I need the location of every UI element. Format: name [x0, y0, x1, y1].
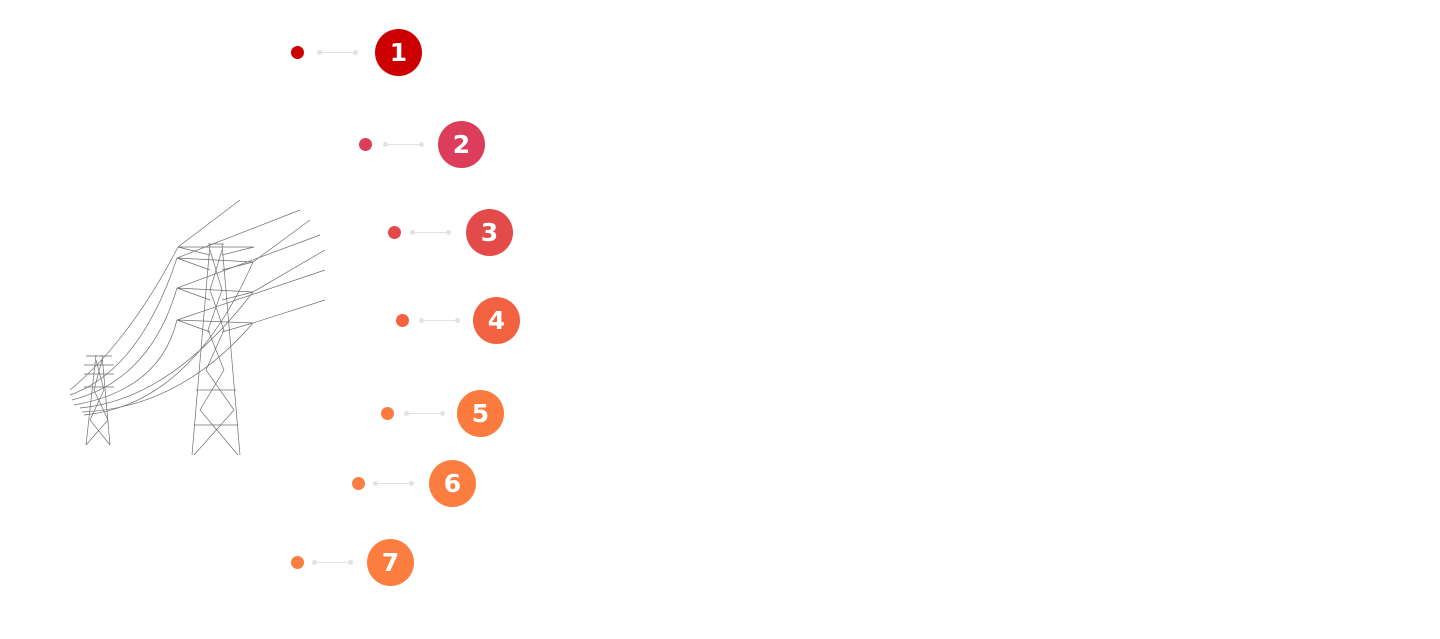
step-dot [396, 314, 409, 327]
step-number-badge: 3 [466, 209, 513, 256]
step-number-badge: 1 [375, 29, 422, 76]
step-number-badge: 2 [438, 121, 485, 168]
step-dot [352, 477, 365, 490]
step-connector [373, 481, 414, 486]
step-dot [388, 226, 401, 239]
step-dot [381, 407, 394, 420]
power-tower-illustration [69, 199, 326, 456]
step-connector [383, 142, 424, 147]
step-connector [404, 411, 445, 416]
step-number-badge: 5 [457, 390, 504, 437]
step-connector [317, 50, 358, 55]
step-dot [291, 556, 304, 569]
step-number-badge: 4 [473, 297, 520, 344]
step-number-badge: 7 [367, 539, 414, 586]
step-dot [359, 138, 372, 151]
step-number-badge: 6 [429, 460, 476, 507]
step-connector [410, 230, 451, 235]
step-dot [291, 46, 304, 59]
step-connector [419, 318, 460, 323]
step-connector [312, 560, 353, 565]
